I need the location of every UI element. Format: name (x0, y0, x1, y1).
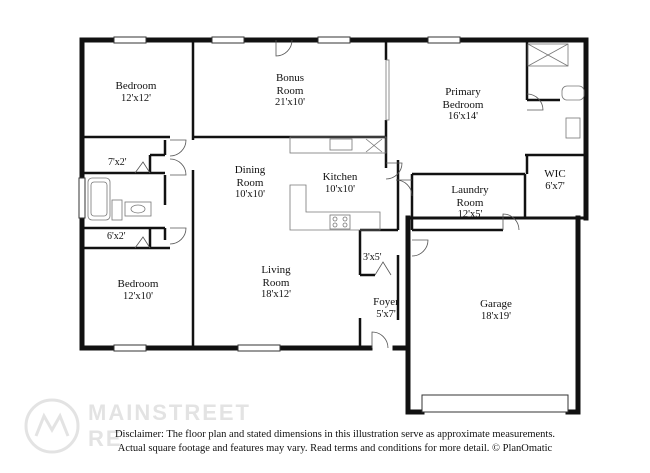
exterior-walls (79, 37, 589, 415)
watermark-text-2: RE (88, 426, 123, 451)
room-dims: 12'x12' (120, 92, 152, 104)
room-wic: WIC 6'x7' (530, 168, 580, 193)
room-dims: 21'x10' (274, 97, 306, 109)
room-dims: 6'x7' (545, 180, 565, 192)
room-dims: 10'x10' (234, 189, 266, 201)
room-kitchen: Kitchen 10'x10' (300, 171, 380, 196)
room-name: Bedroom (117, 278, 159, 290)
watermark-emblem-icon (24, 398, 80, 454)
room-name: Kitchen (322, 171, 358, 183)
watermark-logo: MAINSTREET RE (22, 396, 262, 456)
room-bedroom-1: Bedroom 12'x12' (96, 80, 176, 105)
interior-walls (82, 40, 586, 348)
watermark-text: MAINSTREET (88, 400, 251, 425)
windows (78, 36, 569, 413)
room-bedroom-2: Bedroom 12'x10' (98, 278, 178, 303)
room-name: Garage (480, 298, 512, 310)
room-garage: Garage 18'x19' (456, 298, 536, 323)
doors (134, 39, 544, 349)
room-name: Bedroom (115, 80, 157, 92)
closet-2-dims: 6'x2' (107, 231, 126, 242)
room-dims: 10'x10' (324, 183, 356, 195)
room-foyer: Foyer 5'x7' (356, 296, 416, 321)
disclaimer: Disclaimer: The floor plan and stated di… (100, 428, 570, 456)
closet-1-dims: 7'x2' (108, 157, 127, 168)
disclaimer-line-1: Disclaimer: The floor plan and stated di… (114, 429, 556, 440)
room-name: Foyer (373, 296, 399, 308)
room-dims: 12'x5' (457, 209, 483, 221)
room-name: WIC (544, 168, 566, 180)
room-dims: 18'x19' (480, 310, 512, 322)
room-dims: 16'x14' (447, 111, 479, 123)
room-dims: 18'x12' (260, 289, 292, 301)
room-dims: 5'x7' (376, 308, 396, 320)
room-dims: 12'x10' (122, 290, 154, 302)
disclaimer-line-2: Actual square footage and features may v… (117, 443, 553, 454)
fixtures (87, 43, 585, 231)
pantry-dims: 3'x5' (363, 252, 382, 263)
